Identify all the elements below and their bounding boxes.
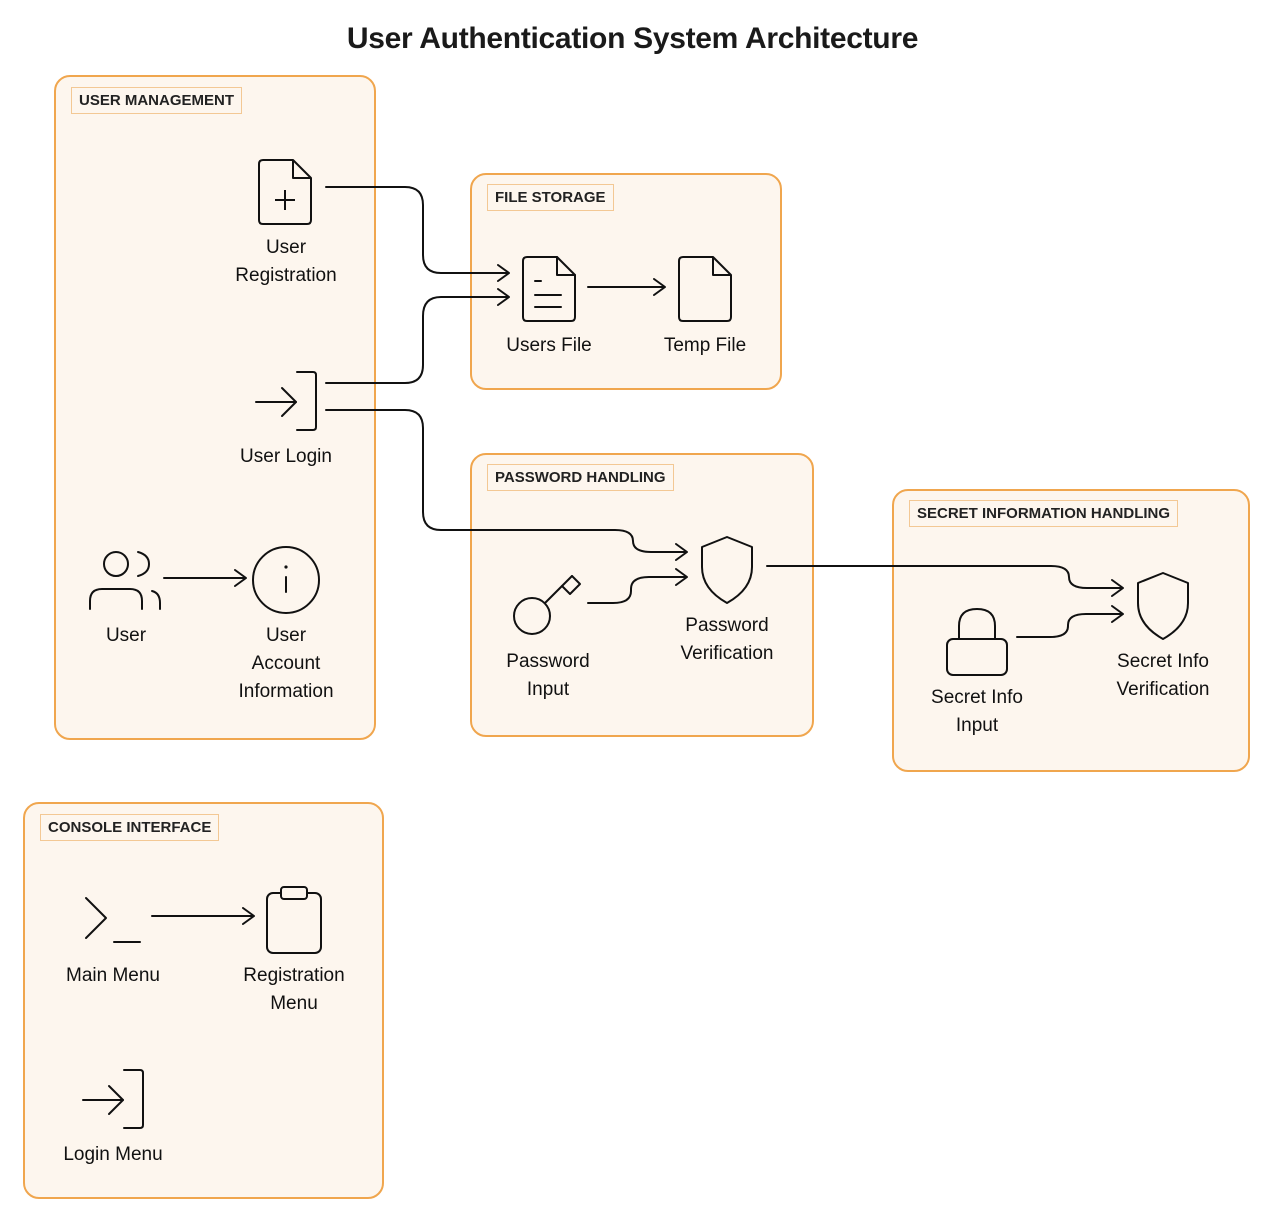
label-line: User bbox=[105, 625, 147, 646]
file-plus-icon bbox=[258, 159, 312, 225]
label-line: User bbox=[265, 237, 307, 258]
node-registration-menu: Registration Menu bbox=[219, 962, 369, 1018]
group-label-password-handling: PASSWORD HANDLING bbox=[487, 464, 674, 491]
label-line: Password bbox=[506, 651, 590, 672]
label-line: Account bbox=[251, 653, 321, 674]
node-user-login: User Login bbox=[206, 443, 366, 471]
node-secret-info-verification: Secret Info Verification bbox=[1088, 648, 1238, 704]
group-label-secret-info-handling: SECRET INFORMATION HANDLING bbox=[909, 500, 1179, 527]
label-line: Login Menu bbox=[63, 1144, 163, 1165]
group-user-management: USER MANAGEMENT bbox=[54, 75, 376, 740]
label-line: Input bbox=[526, 679, 570, 700]
group-label-user-management: USER MANAGEMENT bbox=[71, 87, 243, 114]
label-line: Main Menu bbox=[66, 965, 160, 986]
diagram-title: User Authentication System Architecture bbox=[346, 22, 919, 55]
node-password-input: Password Input bbox=[478, 648, 618, 704]
group-console-interface: CONSOLE INTERFACE bbox=[23, 802, 384, 1199]
lock-icon bbox=[946, 608, 1008, 676]
node-user-registration: User Registration bbox=[206, 234, 366, 290]
group-label-console-interface: CONSOLE INTERFACE bbox=[40, 814, 220, 841]
label-line: Users File bbox=[506, 335, 592, 356]
label-line: Secret Info bbox=[931, 687, 1023, 708]
label-line: Verification bbox=[1116, 679, 1210, 700]
label-line: Secret Info bbox=[1117, 651, 1209, 672]
shield-icon bbox=[701, 536, 753, 604]
label-line: Password bbox=[685, 615, 769, 636]
label-line: Information bbox=[238, 681, 334, 702]
node-password-verification: Password Verification bbox=[652, 612, 802, 668]
clipboard-icon bbox=[266, 886, 322, 954]
node-login-menu: Login Menu bbox=[43, 1141, 183, 1169]
node-user: User bbox=[76, 622, 176, 650]
file-icon bbox=[678, 256, 732, 322]
label-line: Verification bbox=[680, 643, 774, 664]
file-text-icon bbox=[522, 256, 576, 322]
node-main-menu: Main Menu bbox=[43, 962, 183, 990]
node-secret-info-input: Secret Info Input bbox=[902, 684, 1052, 740]
info-icon bbox=[252, 546, 320, 614]
label-line: User Login bbox=[240, 446, 332, 467]
group-label-file-storage: FILE STORAGE bbox=[487, 184, 614, 211]
node-temp-file: Temp File bbox=[645, 332, 765, 360]
label-line: User bbox=[265, 625, 307, 646]
label-line: Menu bbox=[270, 993, 318, 1014]
node-user-account-information: User Account Information bbox=[206, 622, 366, 706]
terminal-icon bbox=[85, 897, 141, 943]
node-users-file: Users File bbox=[489, 332, 609, 360]
label-line: Input bbox=[955, 715, 999, 736]
label-line: Registration bbox=[243, 965, 345, 986]
login-icon bbox=[255, 371, 317, 431]
login-icon bbox=[82, 1069, 144, 1129]
label-line: Temp File bbox=[663, 335, 747, 356]
users-icon bbox=[89, 551, 161, 610]
label-line: Registration bbox=[235, 265, 337, 286]
shield-icon bbox=[1137, 572, 1189, 640]
key-icon bbox=[513, 575, 581, 635]
